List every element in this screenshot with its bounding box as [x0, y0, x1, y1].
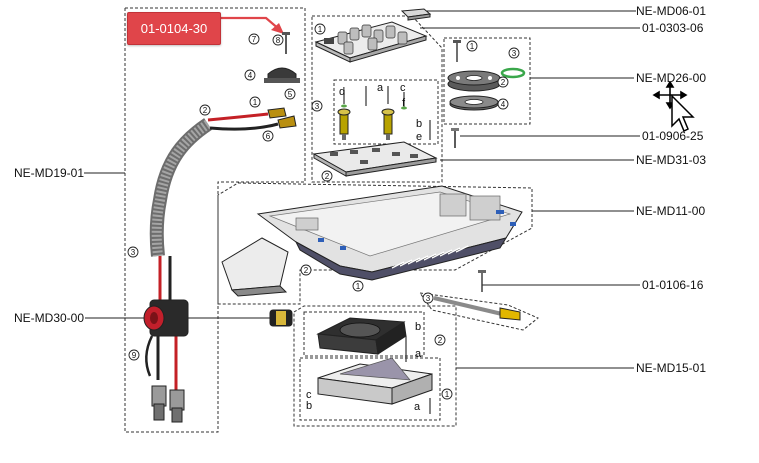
top-cap-part — [400, 8, 432, 21]
svg-text:2: 2 — [438, 336, 443, 345]
main-board-part — [312, 141, 438, 177]
svg-text:c: c — [400, 82, 406, 94]
svg-text:b: b — [415, 321, 421, 333]
svg-text:2: 2 — [325, 172, 330, 181]
highlight-part-tag[interactable]: 01-0104-30 — [127, 12, 221, 45]
group-md11-outline — [217, 182, 533, 305]
svg-text:1: 1 — [356, 282, 361, 291]
label-md15: NE-MD15-01 — [636, 361, 706, 375]
svg-text:a: a — [377, 82, 384, 94]
svg-text:6: 6 — [266, 132, 271, 141]
svg-text:a: a — [415, 348, 422, 360]
highlight-arrow — [219, 16, 281, 31]
side-cover-part — [221, 237, 289, 297]
group-md19-outline — [124, 7, 306, 433]
main-housing-part — [256, 185, 523, 281]
standoff-left — [337, 108, 351, 140]
svg-text:b: b — [306, 400, 312, 412]
svg-text:1: 1 — [445, 390, 450, 399]
label-md31: NE-MD31-03 — [636, 153, 706, 167]
corrugated-sleeve-part — [149, 118, 212, 257]
highlight-arrowhead-icon — [271, 23, 284, 34]
letter-labels: d a c f b e b a c b a — [306, 82, 422, 413]
label-md30: NE-MD30-00 — [14, 311, 84, 325]
svg-text:8: 8 — [276, 36, 281, 45]
svg-text:f: f — [402, 97, 406, 109]
svg-text:4: 4 — [501, 100, 506, 109]
group-md15-fan — [303, 311, 425, 357]
cable-wires-part — [145, 112, 279, 392]
svg-text:1: 1 — [470, 42, 475, 51]
svg-text:a: a — [414, 401, 421, 413]
label-md26: NE-MD26-00 — [636, 71, 706, 85]
label-0106: 01-0106-16 — [642, 278, 704, 292]
fan-part — [316, 317, 407, 355]
svg-text:b: b — [416, 118, 422, 130]
svg-text:e: e — [416, 131, 422, 143]
o-ring-part — [500, 67, 526, 79]
pin-shaft-part — [433, 296, 521, 321]
svg-text:c: c — [306, 389, 312, 401]
standoff-right — [381, 108, 395, 140]
move-cursor-icon — [652, 82, 695, 133]
svg-text:5: 5 — [288, 90, 293, 99]
terminal-block-part — [143, 299, 189, 337]
svg-text:2: 2 — [501, 78, 506, 87]
small-screws-group — [343, 86, 431, 140]
fan-screws-group — [405, 336, 431, 414]
label-md19: NE-MD19-01 — [14, 166, 84, 180]
svg-text:3: 3 — [131, 248, 136, 257]
svg-text:3: 3 — [512, 49, 517, 58]
label-md06: NE-MD06-01 — [636, 4, 706, 18]
svg-text:2: 2 — [304, 266, 309, 275]
bearing-disc-part — [447, 70, 501, 92]
connector-plugs-part — [151, 385, 185, 423]
label-0906: 01-0906-25 — [642, 129, 704, 143]
cable-lugs-part — [267, 107, 297, 129]
group-md31-outline — [311, 15, 443, 183]
spacer-ring-part — [449, 95, 499, 111]
group-pin-outline — [418, 292, 539, 331]
clamp-screw-part — [282, 32, 290, 54]
svg-text:3: 3 — [315, 102, 320, 111]
svg-text:4: 4 — [248, 71, 253, 80]
label-0303: 01-0303-06 — [642, 21, 704, 35]
svg-text:7: 7 — [252, 35, 257, 44]
fuse-part — [269, 309, 293, 327]
control-board-part — [314, 21, 428, 63]
svg-text:1: 1 — [253, 98, 258, 107]
svg-text:1: 1 — [318, 25, 323, 34]
svg-text:3: 3 — [426, 294, 431, 303]
cable-clamp-part — [264, 67, 300, 83]
callout-bubbles: 7 8 4 5 1 2 6 3 9 1 3 2 1 3 2 4 2 1 3 2 … — [127, 23, 520, 400]
svg-text:d: d — [339, 86, 345, 98]
group-md26-outline — [443, 37, 531, 125]
svg-text:9: 9 — [132, 351, 137, 360]
group-md15-inner — [299, 357, 441, 421]
svg-text:2: 2 — [203, 106, 208, 115]
highlight-part-text: 01-0104-30 — [140, 21, 208, 36]
heatsink-part — [317, 357, 433, 405]
label-md11: NE-MD11-00 — [636, 204, 705, 218]
